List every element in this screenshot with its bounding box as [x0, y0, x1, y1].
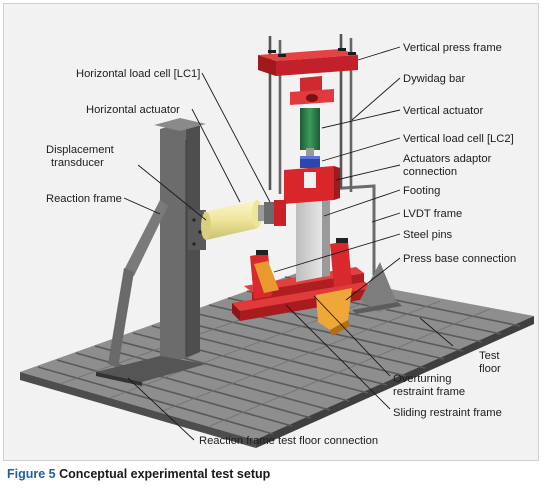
label-vertical-actuator: Vertical actuator [403, 105, 483, 117]
labels: Vertical press frame Dywidag bar Vertica… [46, 42, 516, 447]
footing [296, 199, 330, 282]
press-frame-bolts [268, 48, 356, 57]
label-displacement-2: transducer [51, 157, 104, 169]
reaction-frame [96, 118, 206, 386]
label-overturning-2: restraint frame [393, 386, 465, 398]
label-lvdt-frame: LVDT frame [403, 208, 462, 220]
label-actuators-adaptor-2: connection [403, 166, 457, 178]
label-displacement-1: Displacement [46, 144, 115, 156]
label-horizontal-actuator: Horizontal actuator [86, 104, 180, 116]
label-reaction-floor-connection: Reaction frame test floor connection [199, 435, 378, 447]
label-test-floor-2: floor [479, 363, 501, 375]
caption-text: Conceptual experimental test setup [59, 467, 271, 481]
test-setup-diagram: Vertical press frame Dywidag bar Vertica… [20, 34, 534, 448]
label-sliding-restraint-frame: Sliding restraint frame [393, 407, 502, 419]
figure-caption: Figure 5 Conceptual experimental test se… [7, 467, 270, 481]
horizontal-load-cell [264, 202, 274, 224]
label-dywidag-bar: Dywidag bar [403, 73, 465, 85]
leader-lines [123, 46, 454, 441]
vertical-press-frame [258, 34, 358, 194]
vertical-actuator [300, 108, 320, 156]
caption-figure-number: Figure 5 [7, 467, 56, 481]
label-overturning-1: Overturning [393, 373, 451, 385]
press-base-connection [254, 261, 352, 336]
label-press-base-connection: Press base connection [403, 253, 516, 265]
lvdt-base [352, 262, 402, 314]
vertical-load-cell [300, 156, 320, 168]
label-test-floor-1: Test [479, 350, 500, 362]
label-vertical-load-cell: Vertical load cell [LC2] [403, 133, 514, 145]
horizontal-actuator [201, 200, 286, 240]
label-steel-pins: Steel pins [403, 229, 453, 241]
label-horizontal-load-cell: Horizontal load cell [LC1] [76, 68, 200, 80]
label-footing: Footing [403, 185, 440, 197]
label-vertical-press-frame: Vertical press frame [403, 42, 502, 54]
label-actuators-adaptor-1: Actuators adaptor [403, 153, 492, 165]
actuators-adaptor [284, 166, 340, 204]
label-reaction-frame: Reaction frame [46, 193, 122, 205]
